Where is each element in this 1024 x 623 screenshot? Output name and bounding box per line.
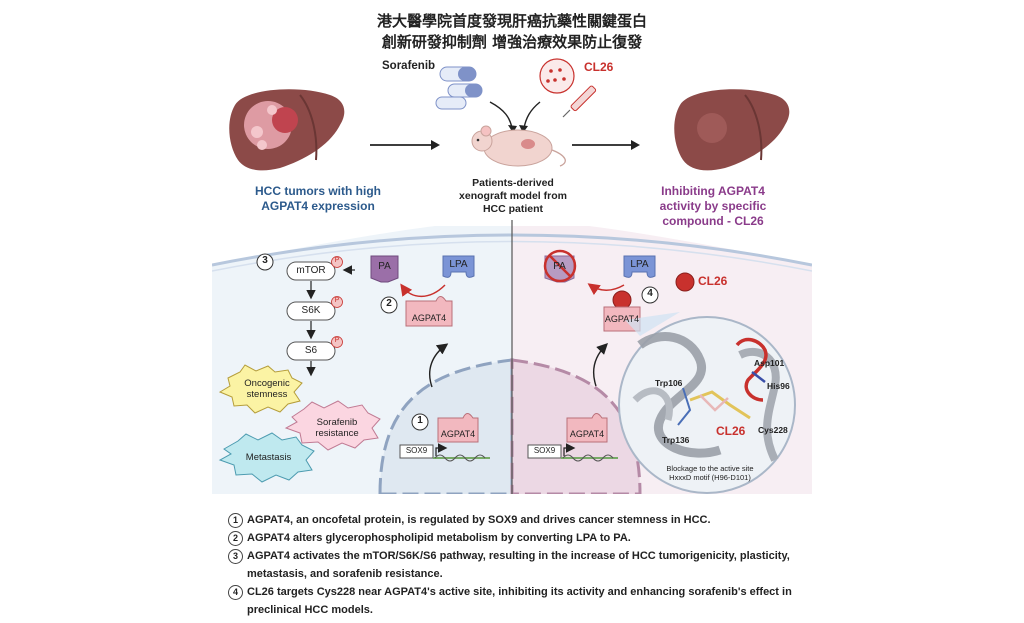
sox9-box-left	[399, 444, 434, 459]
agpat4-nucleus-right-label: AGPAT4	[569, 429, 605, 439]
no-sign-icon	[543, 249, 577, 283]
metastasis-burst	[218, 432, 315, 483]
step-4-label: 4	[647, 288, 653, 299]
metastasis-label: Metastasis	[245, 452, 292, 463]
s6k-label: S6K	[301, 305, 321, 316]
sox9-label-left: SOX9	[405, 446, 428, 455]
agpat4-label-right: AGPAT4	[604, 314, 640, 324]
mtor-node	[286, 261, 336, 281]
legend-num-2: 2	[228, 530, 243, 546]
legend-item-3-cont: metastasis, and sorafenib resistance.	[247, 568, 443, 580]
title-line-2: 創新研發抑制劑 增強治療效果防止復發	[381, 33, 643, 51]
step-3-marker	[256, 253, 274, 271]
cl26-molecule	[675, 272, 695, 292]
p-mtor: P	[334, 257, 340, 264]
lpa-right-shape	[623, 255, 656, 278]
step-3-label: 3	[262, 255, 268, 266]
his96-label: His96	[767, 381, 790, 391]
cys228-label: Cys228	[758, 425, 788, 435]
treated-liver-icon	[674, 89, 790, 171]
s6k-node	[286, 301, 336, 321]
agpat4-nucleus-left-label: AGPAT4	[440, 429, 476, 439]
pa-label: PA	[378, 261, 391, 272]
sorafenib-resistance-burst	[284, 400, 381, 451]
sorafenib-pills-icon	[435, 66, 483, 110]
title-line-1: 港大醫學院首度發現肝癌抗藥性關鍵蛋白	[376, 12, 647, 30]
step-1-marker	[411, 413, 429, 431]
legend-num-3: 3	[228, 548, 243, 564]
s6-label: S6	[304, 345, 318, 356]
mtor-label: mTOR	[296, 265, 326, 276]
protein-ribbon	[632, 332, 780, 462]
legend-num-4: 4	[228, 584, 243, 600]
agpat4-nucleus-left	[437, 413, 479, 443]
s6-node	[286, 341, 336, 361]
agpat4-label-left: AGPAT4	[411, 313, 447, 323]
oncogenic-burst	[218, 364, 303, 414]
step-4-marker	[641, 286, 659, 304]
cl26-dish-icon	[539, 58, 575, 94]
step-1-label: 1	[417, 415, 423, 426]
p-s6k: P	[334, 297, 340, 304]
asp101-label: Asp101	[754, 358, 785, 368]
sox9-label-right: SOX9	[533, 446, 556, 455]
mouse-icon	[471, 125, 566, 167]
syringe-icon	[562, 85, 597, 118]
step-2-label: 2	[386, 298, 392, 309]
agpat4-nucleus-right	[566, 413, 608, 443]
lpa-shape	[442, 255, 475, 278]
cl26-top-label: CL26	[584, 60, 614, 74]
sox9-box-right	[527, 444, 562, 459]
trp136-label: Trp136	[662, 435, 690, 445]
protein-inset	[618, 316, 796, 494]
cl26-panel-label: CL26	[698, 274, 728, 288]
legend-num-1: 1	[228, 512, 243, 528]
pa-blocked-label: PA	[553, 261, 566, 272]
pa-blocked-shape	[544, 255, 575, 283]
top-illustration	[229, 58, 790, 171]
liver-with-tumor-icon	[229, 89, 345, 171]
p-s6: P	[334, 337, 340, 344]
trp106-label: Trp106	[655, 378, 683, 388]
lpa-label: LPA	[449, 259, 468, 270]
lpa-right-label: LPA	[630, 259, 649, 270]
pa-shape	[370, 255, 399, 283]
legend-item-4-cont: preclinical HCC models.	[247, 604, 373, 616]
cl26-inset-label: CL26	[716, 424, 746, 438]
agpat4-cytoplasm	[405, 296, 453, 327]
sorafenib-label: Sorafenib	[382, 60, 436, 72]
step-2-marker	[380, 296, 398, 314]
